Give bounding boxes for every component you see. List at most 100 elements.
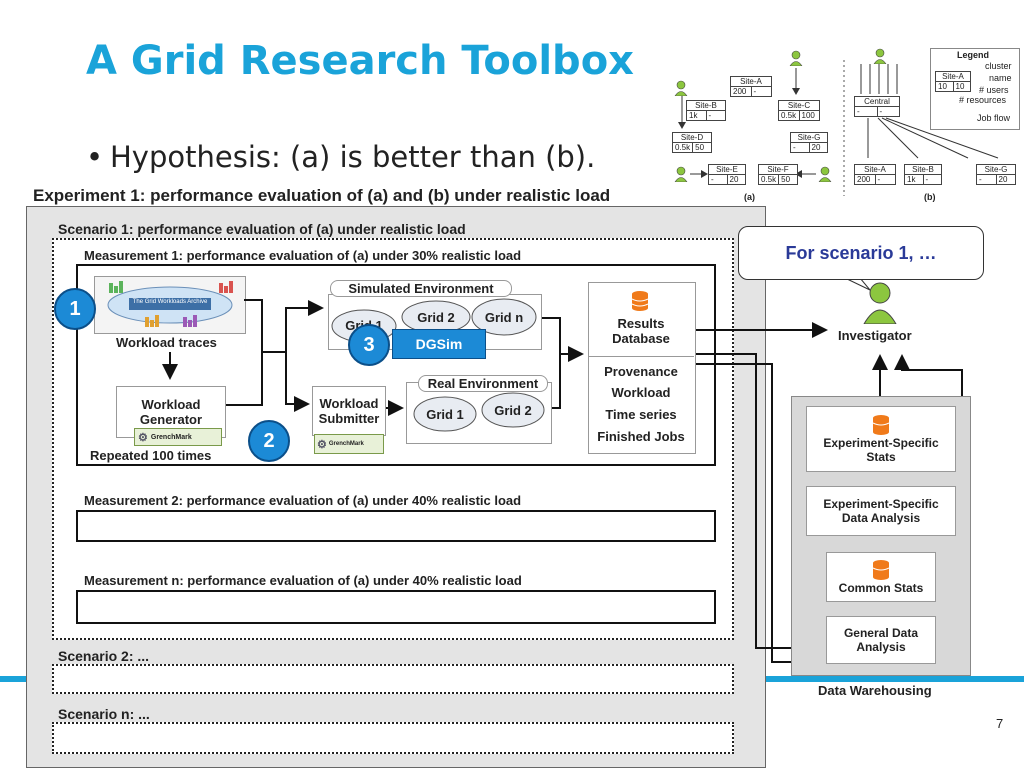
scenario-callout: For scenario 1, …	[738, 226, 984, 280]
site-name: Site-A	[855, 165, 895, 175]
gear-icon: ⚙	[138, 431, 148, 444]
site-resources: -	[879, 107, 883, 116]
investigator-icon	[862, 282, 898, 329]
site-users: 10	[936, 82, 954, 91]
site-b-g-card: Site-G-20	[976, 164, 1016, 185]
figure-a-label: (a)	[744, 192, 755, 202]
experiment-specific-analysis-box: Experiment-Specific Data Analysis	[806, 486, 956, 536]
user-icon	[818, 166, 832, 183]
site-users: -	[855, 107, 878, 116]
user-icon	[789, 50, 803, 67]
topology-lines	[678, 60, 999, 196]
slide-title: A Grid Research Toolbox	[86, 38, 634, 84]
site-g-card: Site-G-20	[790, 132, 828, 153]
legend-title: Legend	[957, 50, 990, 60]
site-users: -	[791, 143, 810, 152]
gear-icon: ⚙	[317, 438, 327, 451]
measurementn-title: Measurement n: performance evaluation of…	[84, 573, 522, 588]
site-resources: 20	[998, 175, 1008, 184]
scenario2-title: Scenario 2: ...	[58, 648, 150, 664]
marker-3: 3	[348, 324, 390, 366]
site-resources: -	[753, 87, 757, 96]
site-name: Site-G	[791, 133, 827, 143]
general-data-analysis-label: General Data Analysis	[843, 626, 919, 654]
site-name: Site-A	[731, 77, 771, 87]
site-name: Central	[855, 97, 899, 107]
experiment-title: Experiment 1: performance evaluation of …	[33, 186, 611, 205]
grenchmark-logo-2: ⚙GrenchMark	[314, 434, 384, 454]
hypothesis-bullet: •Hypothesis: (a) is better than (b).	[86, 140, 595, 174]
grenchmark-logo: ⚙GrenchMark	[134, 428, 222, 446]
site-name: Site-E	[709, 165, 745, 175]
grenchmark-label: GrenchMark	[328, 441, 364, 447]
stripe-right	[764, 676, 1024, 682]
grid-label: Grid 2	[494, 402, 532, 418]
database-icon	[631, 290, 649, 317]
repeated-label: Repeated 100 times	[90, 448, 212, 463]
grid-label: Grid 2	[417, 309, 455, 325]
results-database-label: Results Database	[612, 316, 670, 346]
hypothesis-text: Hypothesis: (a) is better than (b).	[110, 140, 596, 174]
simulated-environment-label: Simulated Environment	[330, 280, 512, 297]
bullet-dot-icon: •	[86, 140, 104, 174]
site-users: -	[977, 175, 997, 184]
result-item-time-series: Time series	[605, 407, 677, 422]
site-name: Site-A	[936, 72, 970, 82]
database-icon	[872, 415, 890, 435]
site-resources: 20	[811, 143, 821, 152]
common-stats-label: Common Stats	[838, 581, 924, 595]
site-users: 200	[731, 87, 752, 96]
marker-2: 2	[248, 420, 290, 462]
central-card: Central--	[854, 96, 900, 117]
site-users: 0.5k	[673, 143, 694, 152]
grid-label: Grid n	[484, 309, 524, 325]
result-item-provenance: Provenance	[604, 364, 678, 379]
legend-name: name	[989, 73, 1012, 83]
measurement1-title: Measurement 1: performance evaluation of…	[84, 248, 522, 263]
site-users: 1k	[687, 111, 707, 120]
site-name: Site-D	[673, 133, 711, 143]
legend-resources: # resources	[959, 95, 1007, 105]
stripe-left	[0, 676, 26, 682]
scenario2-box	[52, 664, 734, 694]
result-item-finished-jobs: Finished Jobs	[597, 429, 685, 444]
site-name: Site-B	[687, 101, 725, 111]
site-resources: 50	[695, 143, 705, 152]
archive-ring-icon	[107, 281, 233, 327]
grid-label: Grid 1	[426, 406, 464, 422]
site-name: Site-B	[905, 165, 941, 175]
grid-cloud: Grid 2	[400, 298, 472, 336]
site-users: 0.5k	[759, 175, 780, 184]
database-icon	[872, 560, 890, 580]
site-users: 200	[855, 175, 876, 184]
measurementn-box	[76, 590, 716, 624]
common-stats-box: Common Stats	[826, 552, 936, 602]
data-warehousing-label: Data Warehousing	[818, 683, 932, 698]
user-icon	[674, 166, 688, 183]
workload-submitter-label: Workload Submitter	[318, 396, 380, 426]
site-name: Site-G	[977, 165, 1015, 175]
site-resources: 20	[729, 175, 739, 184]
experiment-specific-stats-label: Experiment-Specific Stats	[823, 436, 939, 464]
scenarion-title: Scenario n: ...	[58, 706, 150, 722]
user-icon	[873, 48, 887, 65]
archive-label: The Grid Workloads Archive	[132, 299, 208, 305]
scenario1-title: Scenario 1: performance evaluation of (a…	[58, 221, 466, 237]
site-resources: 100	[801, 111, 815, 120]
site-resources: -	[925, 175, 929, 184]
experiment-specific-stats-box: Experiment-Specific Stats	[806, 406, 956, 472]
measurement2-box	[76, 510, 716, 542]
legend-job-flow: Job flow	[977, 113, 1011, 123]
investigator-label: Investigator	[838, 328, 912, 343]
page-number: 7	[996, 716, 1004, 731]
results-divider	[588, 356, 694, 357]
scenarion-box	[52, 722, 734, 754]
